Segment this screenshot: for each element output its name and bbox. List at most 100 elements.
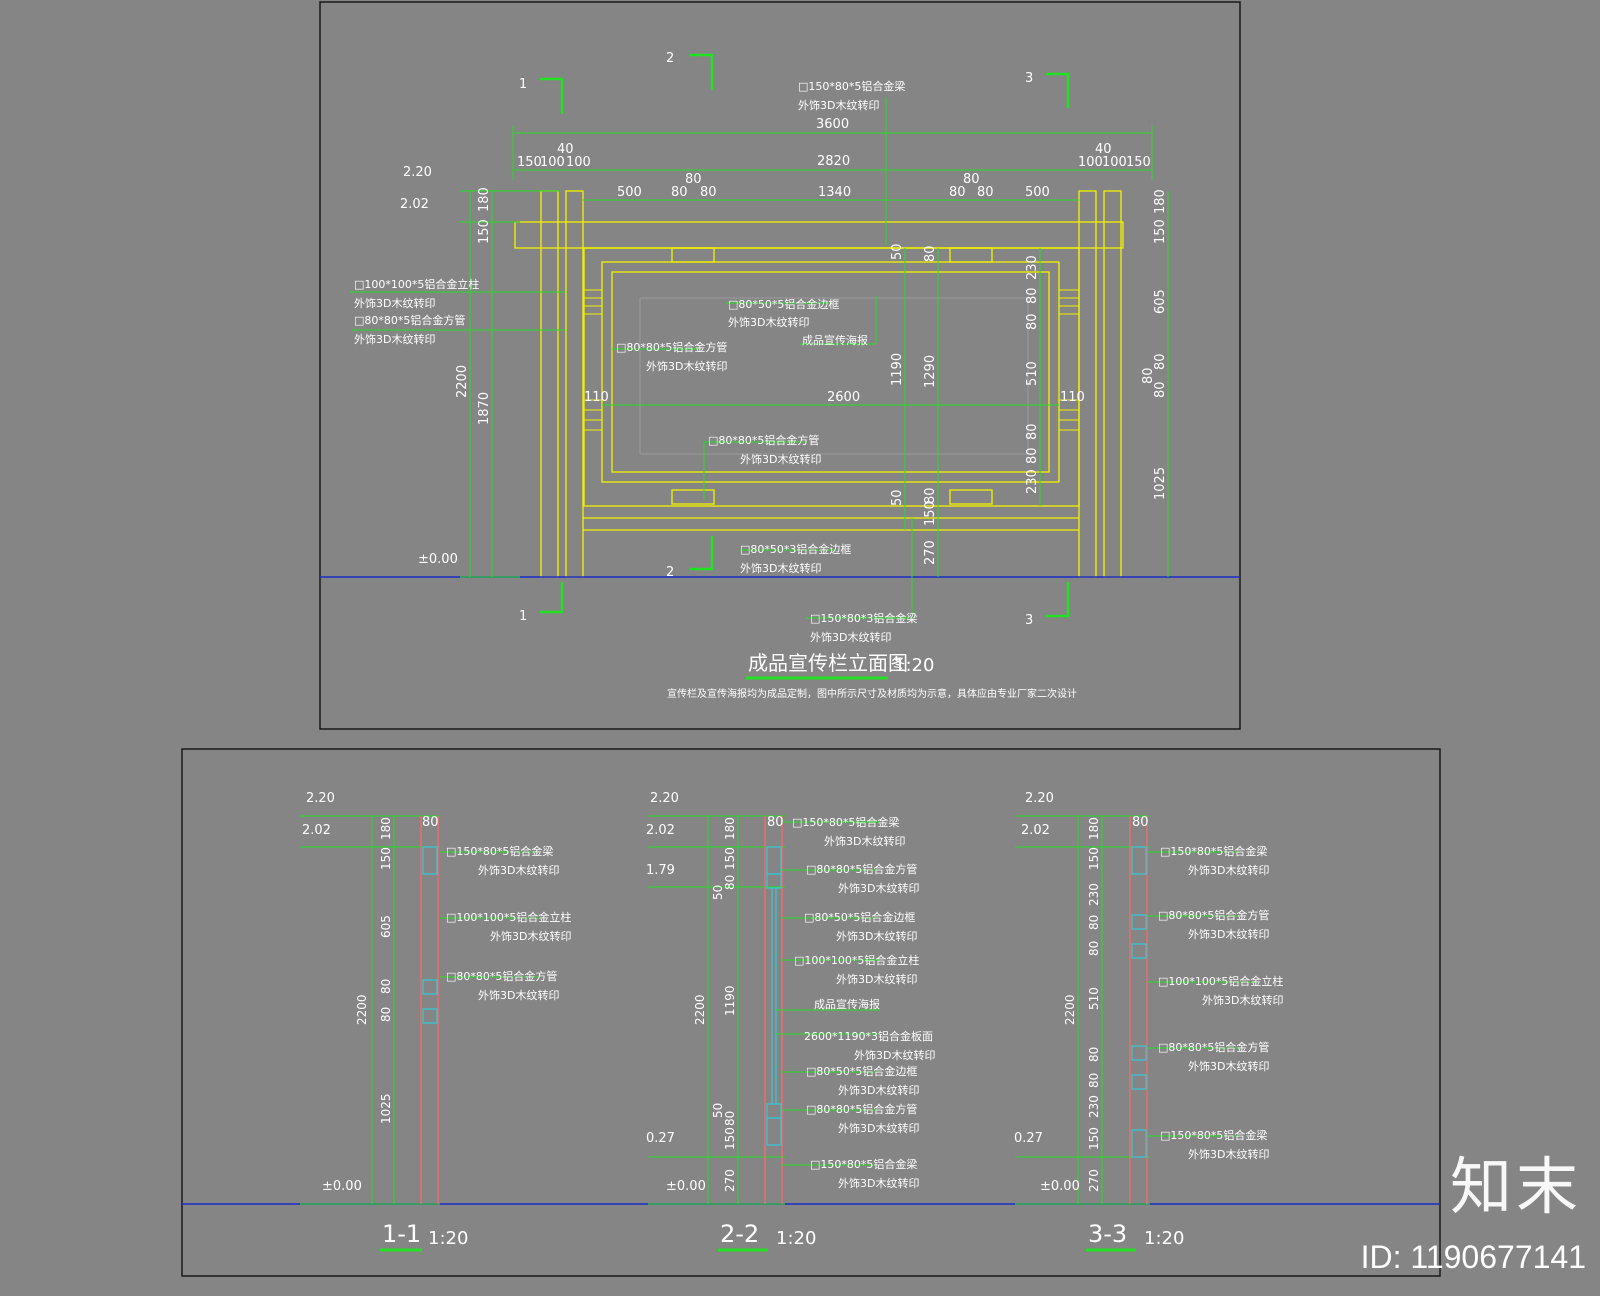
section-1-title: 1-1: [382, 1220, 421, 1248]
s3-level-ground: ±0.00: [1040, 1179, 1080, 1194]
s3-dim-270: 270: [1087, 1169, 1101, 1192]
section-2-title: 2-2: [720, 1220, 759, 1248]
s1-level-top: 2.20: [306, 791, 335, 806]
section-mark-2-top: 2: [666, 51, 674, 66]
s1-dim-180: 180: [379, 817, 393, 840]
section-1-1: [300, 815, 540, 1205]
s2-dim-50-a: 50: [711, 885, 725, 900]
dim-500-left: 500: [617, 185, 642, 200]
label-tube-lower: □80*80*5铝合金方管: [708, 433, 819, 447]
section-3-title: 3-3: [1088, 1220, 1127, 1248]
s2-label-panel-finish: 外饰3D木纹转印: [854, 1048, 935, 1062]
label-tube-left: □80*80*5铝合金方管: [354, 313, 465, 327]
label-frame-bottom-finish: 外饰3D木纹转印: [740, 561, 821, 575]
dim-1290: 1290: [923, 355, 938, 388]
section-cut-markers: [540, 53, 1070, 618]
s1-label-tube: □80*80*5铝合金方管: [446, 969, 557, 983]
dim-110-right: 110: [1060, 390, 1085, 405]
elevation-dimension-lines: [460, 125, 1169, 578]
s2-label-frame-bottom-finish: 外饰3D木纹转印: [838, 1083, 919, 1097]
elevation-note: 宣传栏及宣传海报均为成品定制，图中所示尺寸及材质均为示意，具体应由专业厂家二次设…: [667, 687, 1077, 700]
s3-label-beam-top-finish: 外饰3D木纹转印: [1188, 863, 1269, 877]
s3-dim-510: 510: [1087, 987, 1101, 1010]
elevation-scale: 1:20: [894, 655, 934, 676]
s1-dim-80: 80: [422, 815, 439, 830]
s2-dim-2200: 2200: [693, 994, 707, 1025]
label-frame-side: □80*50*5铝合金边框: [728, 297, 839, 311]
s1-level-ground: ±0.00: [322, 1179, 362, 1194]
dim-right-1025: 1025: [1153, 467, 1168, 500]
s2-level-027: 0.27: [646, 1131, 675, 1146]
s3-level-027: 0.27: [1014, 1131, 1043, 1146]
label-poster: 成品宣传海报: [802, 333, 868, 347]
dim-80-r3: 80: [1025, 423, 1040, 440]
dim-right-80-b: 80: [1141, 367, 1156, 384]
s3-label-beam-bottom-finish: 外饰3D木纹转印: [1188, 1147, 1269, 1161]
s3-label-beam-top: □150*80*5铝合金梁: [1160, 844, 1267, 858]
s2-label-frame-top: □80*50*5铝合金边框: [804, 910, 915, 924]
dim-100-right-b: 100: [1102, 155, 1127, 170]
level-top: 2.20: [403, 165, 432, 180]
s1-dim-80-b: 80: [379, 1007, 393, 1022]
dim-left-1870: 1870: [477, 392, 492, 425]
section-mark-1-top: 1: [519, 77, 527, 92]
label-tube-mid: □80*80*5铝合金方管: [616, 340, 727, 354]
label-beam-bottom: □150*80*3铝合金梁: [810, 611, 917, 625]
label-tube-left-finish: 外饰3D木纹转印: [354, 332, 435, 346]
s1-label-beam: □150*80*5铝合金梁: [446, 844, 553, 858]
s2-label-beam-top: □150*80*5铝合金梁: [792, 815, 899, 829]
dim-100-left-a: 100: [540, 155, 565, 170]
dim-80-b: 80: [685, 172, 702, 187]
s3-label-tube-top-finish: 外饰3D木纹转印: [1188, 927, 1269, 941]
s2-dim-150: 150: [723, 847, 737, 870]
section-1-scale: 1:20: [428, 1228, 468, 1249]
dim-right-150: 150: [1153, 219, 1168, 244]
s3-level-top: 2.20: [1025, 791, 1054, 806]
dim-100-left-b: 100: [566, 155, 591, 170]
dim-110-left: 110: [584, 390, 609, 405]
s3-dim-2200: 2200: [1063, 994, 1077, 1025]
dim-150-left: 150: [517, 155, 542, 170]
dim-40-right: 40: [1095, 142, 1112, 157]
label-beam-bottom-finish: 外饰3D木纹转印: [810, 630, 891, 644]
label-beam-top: □150*80*5铝合金梁: [798, 79, 905, 93]
dim-inner-width: 2820: [817, 154, 850, 169]
s1-dim-150: 150: [379, 847, 393, 870]
dim-150-right: 150: [1126, 155, 1151, 170]
s3-dim-80-b: 80: [1087, 941, 1101, 956]
s2-dim-270: 270: [723, 1169, 737, 1192]
label-tube-lower-finish: 外饰3D木纹转印: [740, 452, 821, 466]
s1-dim-80-a: 80: [379, 979, 393, 994]
drawing-id: ID: 1190677141: [1360, 1239, 1586, 1275]
s3-label-tube-bottom-finish: 外饰3D木纹转印: [1188, 1059, 1269, 1073]
s3-dim-80: 80: [1132, 815, 1149, 830]
s2-level-beam: 2.02: [646, 823, 675, 838]
s2-label-frame-top-finish: 外饰3D木纹转印: [836, 929, 917, 943]
dim-left-180: 180: [477, 187, 492, 212]
dim-230-top: 230: [1025, 255, 1040, 280]
s2-label-frame-bottom: □80*50*5铝合金边框: [806, 1064, 917, 1078]
dim-right-80-c: 80: [1153, 381, 1168, 398]
s3-dim-80-a: 80: [1087, 915, 1101, 930]
s3-dim-230-a: 230: [1087, 883, 1101, 906]
s2-dim-150: 150: [723, 1127, 737, 1150]
dim-40-left: 40: [557, 142, 574, 157]
section-2-scale: 1:20: [776, 1228, 816, 1249]
s2-label-tube-bottom-finish: 外饰3D木纹转印: [838, 1121, 919, 1135]
s2-dim-80: 80: [767, 815, 784, 830]
dim-500-right: 500: [1025, 185, 1050, 200]
s3-label-beam-bottom: □150*80*5铝合金梁: [1160, 1128, 1267, 1142]
dim-270-bottom: 270: [923, 540, 938, 565]
s2-dim-80-b: 80: [723, 1111, 737, 1126]
elevation-title: 成品宣传栏立面图: [748, 651, 908, 675]
s2-label-column: □100*100*5铝合金立柱: [794, 953, 919, 967]
label-frame-side-finish: 外饰3D木纹转印: [728, 315, 809, 329]
dim-right-80-a: 80: [1153, 353, 1168, 370]
s3-label-tube-bottom: □80*80*5铝合金方管: [1158, 1040, 1269, 1054]
s1-label-beam-finish: 外饰3D木纹转印: [478, 863, 559, 877]
dim-80-top: 80: [923, 245, 938, 262]
section-3-3: [1015, 815, 1260, 1205]
dim-80-r1: 80: [1025, 287, 1040, 304]
dim-80-r2: 80: [1025, 313, 1040, 330]
